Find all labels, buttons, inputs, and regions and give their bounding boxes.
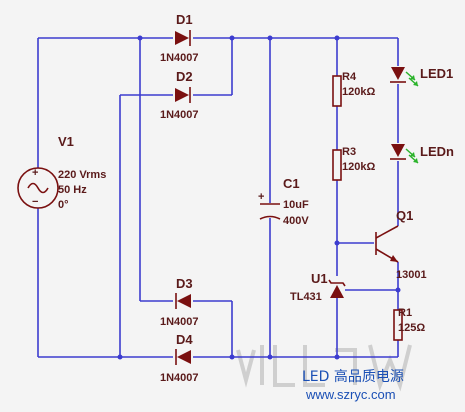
- regulator-part: TL431: [290, 291, 322, 303]
- led-ledn: LEDn: [390, 144, 454, 164]
- watermark-title: LED 高品质电源: [302, 368, 404, 385]
- watermark-url: www.szryc.com: [305, 387, 396, 402]
- resistor-r1: R1 125Ω: [393, 307, 425, 341]
- diode-part: 1N4007: [160, 52, 199, 64]
- resistor-r4: R4 120kΩ: [332, 71, 375, 107]
- diode-d2: D2 1N4007: [160, 69, 199, 121]
- diode-part: 1N4007: [160, 316, 199, 328]
- led-ref: LED1: [420, 66, 453, 81]
- diode-part: 1N4007: [160, 109, 199, 121]
- transistor-q1: Q1 13001: [375, 208, 427, 281]
- resistor-value: 120kΩ: [342, 161, 375, 173]
- resistor-ref: R3: [342, 146, 356, 158]
- source-frequency: 50 Hz: [58, 184, 87, 196]
- capacitor-c1: + C1 10uF 400V: [258, 176, 309, 227]
- source-plus-sign: +: [32, 167, 38, 179]
- diode-ref: D1: [176, 12, 193, 27]
- capacitor-ref: C1: [283, 176, 300, 191]
- diode-ref: D4: [176, 332, 193, 347]
- resistor-ref: R1: [398, 307, 412, 319]
- diode-ref: D3: [176, 276, 193, 291]
- diode-d4: D4 1N4007: [160, 332, 199, 384]
- watermark-logo: [236, 344, 412, 392]
- wiring: [37, 37, 399, 358]
- capacitor-value: 10uF: [283, 199, 309, 211]
- ac-source-v1: + − V1 220 Vrms 50 Hz 0°: [17, 134, 106, 211]
- diode-d3: D3 1N4007: [160, 276, 199, 328]
- capacitor-plus-sign: +: [258, 191, 264, 203]
- led-led1: LED1: [390, 66, 453, 87]
- regulator-ref: U1: [311, 271, 328, 286]
- resistor-value: 120kΩ: [342, 86, 375, 98]
- resistor-value: 125Ω: [398, 322, 425, 334]
- transistor-ref: Q1: [396, 208, 413, 223]
- source-phase: 0°: [58, 199, 69, 211]
- source-minus-sign: −: [32, 196, 38, 208]
- resistor-r3: R3 120kΩ: [332, 146, 375, 181]
- watermark: LED 高品质电源 www.szryc.com: [302, 368, 404, 402]
- resistor-ref: R4: [342, 71, 357, 83]
- source-voltage: 220 Vrms: [58, 169, 106, 181]
- junctions: [117, 35, 401, 360]
- source-ref: V1: [58, 134, 74, 149]
- regulator-u1: U1 TL431: [290, 271, 346, 303]
- led-ref: LEDn: [420, 144, 454, 159]
- diode-ref: D2: [176, 69, 193, 84]
- capacitor-voltage: 400V: [283, 215, 309, 227]
- transistor-part: 13001: [396, 269, 427, 281]
- diode-d1: D1 1N4007: [160, 12, 199, 64]
- diode-part: 1N4007: [160, 372, 199, 384]
